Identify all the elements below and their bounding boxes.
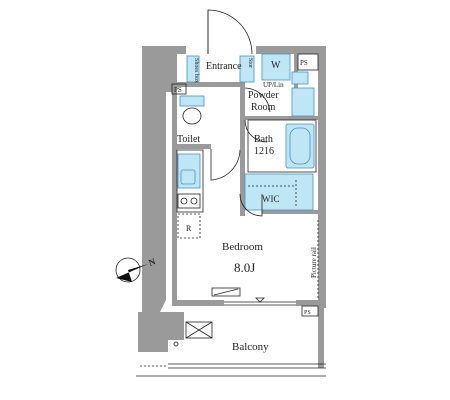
- label-ps-bottom: PS: [304, 310, 311, 316]
- balcony-right-post: [318, 308, 324, 368]
- stove: [177, 193, 201, 209]
- left-column: [142, 46, 172, 316]
- kitchen-counter: [176, 149, 204, 213]
- label-wic: WIC: [262, 194, 280, 204]
- kitchen-tap: [180, 169, 196, 185]
- label-up-lin: UP/Lin: [263, 81, 284, 89]
- label-powder-room-1: Powder: [248, 90, 279, 101]
- label-bath-size: 1216: [254, 146, 274, 157]
- label-washer: W: [271, 60, 281, 71]
- label-shoes-box: Shoes box: [193, 58, 199, 83]
- compass-circle: [115, 257, 141, 283]
- stor-box: [239, 55, 255, 83]
- top-wall-right: [256, 46, 324, 54]
- partition-powder-bottom: [245, 116, 318, 120]
- fixtures: [136, 9, 326, 377]
- label-bedroom: Bedroom: [222, 241, 263, 253]
- label-balcony: Balcony: [232, 341, 269, 353]
- walls: [138, 46, 326, 368]
- partition-ps-right: [294, 54, 298, 88]
- bottom-wall-right: [296, 300, 326, 306]
- top-wall-left: [172, 46, 186, 54]
- toilet-bowl: [182, 107, 202, 125]
- ps-top-box: [297, 53, 319, 71]
- right-wall: [318, 46, 326, 308]
- bath-tub-area: [285, 123, 315, 169]
- powder-basin: [291, 87, 315, 117]
- partition-center: [240, 82, 245, 182]
- label-stor: Stor: [247, 58, 253, 68]
- sliding-door-marker: [255, 297, 265, 303]
- fridge-box: [177, 213, 201, 239]
- bottom-wall-left: [172, 300, 224, 306]
- ps-bottom-box: [301, 305, 319, 317]
- partition-toilet-bottom: [177, 144, 211, 149]
- label-picture-rail: Picture rail: [310, 247, 318, 278]
- bath-door-arc: [244, 119, 268, 143]
- sink-small: [291, 71, 309, 85]
- partition-wic-left: [240, 172, 245, 216]
- label-fridge: R: [186, 224, 192, 233]
- partition-wic-bottom: [262, 210, 318, 214]
- shoes-box: [186, 55, 200, 83]
- kitchen-sink: [177, 153, 201, 189]
- label-bedroom-size: 8.0J: [234, 260, 255, 275]
- partition-entrance-bottom: [177, 82, 240, 87]
- outdoor-unit: [185, 321, 213, 339]
- compass-needle-icon: [116, 264, 148, 282]
- bath-room-box: [247, 119, 317, 173]
- toilet-door-arc: [210, 149, 241, 181]
- label-ps-top: PS: [300, 59, 308, 67]
- lower-left-column: [138, 312, 184, 352]
- label-entrance: Entrance: [206, 61, 242, 72]
- toilet-tank: [179, 95, 205, 107]
- wic-door-arc: [239, 193, 263, 217]
- ps-left-box: [171, 83, 187, 95]
- wet-areas: [177, 53, 315, 211]
- inner-left-wall: [172, 54, 177, 300]
- powder-door-arc: [244, 87, 271, 113]
- bathtub-inner: [289, 127, 311, 165]
- washer-area: [261, 53, 291, 81]
- label-bath: Bath: [254, 134, 273, 145]
- wic-fill: [244, 173, 314, 211]
- room-labels: Entrance Shoes box Stor W PS UP/Lin Powd…: [174, 58, 318, 353]
- label-ps-left: PS: [174, 86, 182, 94]
- balcony-drain: [173, 341, 179, 347]
- compass: N: [115, 256, 157, 283]
- label-toilet: Toilet: [177, 134, 200, 145]
- ac-unit: [211, 287, 241, 297]
- entrance-door-arc: [207, 9, 253, 55]
- label-powder-room-2: Room: [251, 102, 276, 113]
- compass-north-label: N: [147, 256, 157, 268]
